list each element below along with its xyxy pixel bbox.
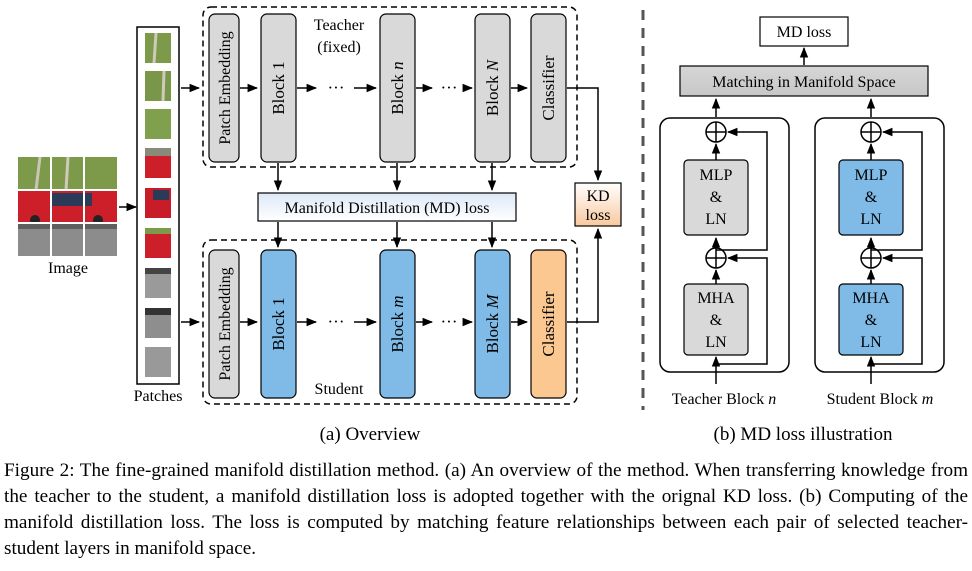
svg-text:Manifold Distillation (MD) los: Manifold Distillation (MD) loss bbox=[285, 200, 490, 217]
teacher-block-N: Block N bbox=[474, 13, 511, 163]
md-illustration-panel: MD loss Matching in Manifold Space MLP &… bbox=[659, 16, 945, 445]
svg-text:Patch Embedding: Patch Embedding bbox=[217, 31, 234, 144]
svg-text:Block 1: Block 1 bbox=[269, 297, 288, 350]
svg-text:Block 1: Block 1 bbox=[269, 61, 288, 114]
subcaption-b: (b) MD loss illustration bbox=[714, 424, 893, 445]
teacher-block-n: Block n bbox=[379, 13, 416, 163]
matching-box: Matching in Manifold Space bbox=[679, 65, 929, 97]
input-image bbox=[18, 156, 117, 256]
student-ellipsis-1: ··· bbox=[328, 312, 345, 331]
method-figure: Image Patches Teach bbox=[18, 6, 945, 445]
student-block-m-label: Student Block m bbox=[827, 391, 934, 408]
overview-panel: Image Patches Teach bbox=[18, 6, 622, 445]
student-block-m: Block m bbox=[379, 249, 416, 399]
student-classifier: Classifier bbox=[530, 249, 567, 399]
svg-text:MLP: MLP bbox=[700, 167, 733, 184]
svg-text:Classifier: Classifier bbox=[539, 55, 558, 120]
svg-text:LN: LN bbox=[860, 334, 882, 351]
svg-text:Block M: Block M bbox=[483, 294, 502, 354]
svg-text:Block m: Block m bbox=[388, 295, 407, 352]
svg-text:&: & bbox=[710, 189, 723, 206]
svg-text:LN: LN bbox=[705, 334, 727, 351]
svg-text:Patch Embedding: Patch Embedding bbox=[217, 267, 234, 380]
svg-text:Block N: Block N bbox=[483, 58, 502, 116]
teacher-container bbox=[202, 6, 578, 168]
student-block-m-detail: MLP & LN MHA & LN bbox=[814, 97, 945, 384]
student-block-1: Block 1 bbox=[260, 249, 297, 399]
svg-text:MLP: MLP bbox=[855, 167, 888, 184]
student-patch-embedding: Patch Embedding bbox=[208, 249, 240, 399]
svg-text:Matching in Manifold Space: Matching in Manifold Space bbox=[712, 74, 896, 91]
svg-text:&: & bbox=[710, 312, 723, 329]
md-loss-box: MD loss bbox=[759, 16, 849, 47]
student-block-M: Block M bbox=[474, 249, 511, 399]
student-label: Student bbox=[315, 381, 364, 398]
svg-text:MD loss: MD loss bbox=[777, 24, 832, 41]
svg-text:&: & bbox=[865, 312, 878, 329]
svg-text:Classifier: Classifier bbox=[539, 291, 558, 356]
teacher-ellipsis-1: ··· bbox=[328, 78, 345, 97]
teacher-fixed-label: (fixed) bbox=[317, 39, 361, 56]
svg-text:MHA: MHA bbox=[852, 290, 890, 307]
svg-text:LN: LN bbox=[705, 211, 727, 228]
arrow-tcls-kd bbox=[567, 87, 603, 182]
svg-text:LN: LN bbox=[860, 211, 882, 228]
arrow-scls-kd bbox=[567, 227, 603, 323]
svg-text:loss: loss bbox=[586, 207, 611, 224]
svg-text:Block n: Block n bbox=[388, 61, 407, 114]
md-loss-bar: Manifold Distillation (MD) loss bbox=[257, 192, 517, 222]
teacher-classifier: Classifier bbox=[530, 13, 567, 163]
svg-text:MHA: MHA bbox=[697, 290, 735, 307]
teacher-patch-embedding: Patch Embedding bbox=[208, 13, 240, 163]
teacher-block-1: Block 1 bbox=[260, 13, 297, 163]
kd-loss-box: KD loss bbox=[574, 182, 622, 227]
teacher-block-n-detail: MLP & LN MHA & LN bbox=[659, 97, 790, 384]
subcaption-a: (a) Overview bbox=[320, 424, 421, 445]
teacher-block-n-label: Teacher Block n bbox=[672, 391, 777, 408]
svg-text:KD: KD bbox=[586, 188, 609, 205]
student-ellipsis-2: ··· bbox=[441, 312, 458, 331]
teacher-label: Teacher bbox=[314, 17, 365, 34]
svg-text:&: & bbox=[865, 189, 878, 206]
teacher-ellipsis-2: ··· bbox=[441, 78, 458, 97]
patches-label: Patches bbox=[134, 388, 183, 405]
patches-column bbox=[136, 26, 180, 385]
figure-caption: Figure 2: The fine-grained manifold dist… bbox=[4, 460, 968, 559]
image-label: Image bbox=[48, 260, 88, 277]
